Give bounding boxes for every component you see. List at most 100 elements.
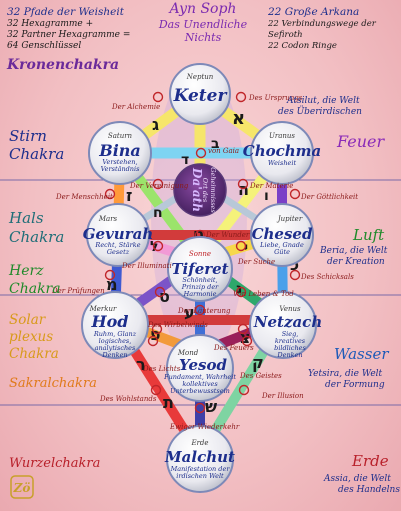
sephira-name: Malchut [164,448,235,466]
sephira-hod: Merkur Hod Ruhm, Glanz logisches, analyt… [81,291,149,359]
hebrew-letter: ע [184,303,195,322]
codon-ring [238,384,250,396]
sephira-name: Gevurah [83,225,154,243]
codon-ring [237,323,249,335]
erde-label: Erde [352,452,389,470]
codon-ring [289,269,301,281]
codon-ring [152,240,164,252]
feuer-label: Feuer [337,132,385,151]
sephira-circle [249,291,317,359]
codon-label: 22 Codon Ringe [268,41,337,51]
sephira-desc: Weisheit [268,159,297,167]
sephira-netzach: Venus Netzach Sieg, kreatives bildliches… [249,291,322,359]
hebrew-letter: ר [136,355,146,374]
arkana-label: 22 Große Arkana [268,6,360,18]
path-label: Von Leben & Tod [233,290,294,298]
path-label: Der Materie [249,182,293,190]
logo-frame [10,475,34,499]
sephira-name: Keter [173,86,228,106]
sephira-circle [81,291,149,359]
path-label: Der Illusion [261,392,304,400]
path-label: Des Ursprungs [248,94,303,102]
hebrew-letter: ת [163,393,174,412]
kronenchakra-label: Kronenchakra [7,57,120,73]
sephira-circle [166,334,234,402]
sephira-desc: Denken [101,351,127,359]
path-label: Des Schicksals [300,273,354,281]
hebrew-letter: ד [181,152,189,168]
sephira-gevurah: Mars Gevurah Recht, Stärke Gesetz [83,203,154,267]
sephira-name: Yesod [179,356,227,374]
hebrew-letter: ג [152,115,159,134]
sephira-desc: logisches, [99,337,132,345]
codon-ring [147,335,159,347]
sephira-desc: Ort des [201,178,209,203]
hebrew-letter: ק [252,353,264,372]
sephira-desc: analytisches [95,344,136,352]
sephira-circle [167,236,233,302]
sephira-desc: Geheimnisses [209,167,217,213]
hebrew-letter: ש [205,397,217,416]
path-label: Der Vereinigung [129,182,189,190]
pfade-label: 32 Pfade der Weisheit [7,6,124,18]
path-label: Der Prüfungen [51,287,105,295]
sefiroth-label: Sefiroth [268,30,303,40]
sephira-desc: Ruhm, Glanz [93,330,137,338]
hebrew-letter: ח [153,205,163,221]
hebrew-letter: ב [211,136,220,152]
sakralchakra-label: Sakralchakra [9,376,97,391]
sephira-tiferet: Sonne Tiferet Schönheit, Prinzip der Har… [167,236,233,302]
codon-ring [104,269,116,281]
sephira-planet: Uranus [269,132,295,140]
path-label: Des Feuers [213,344,254,352]
codon-ring [289,188,301,200]
ayn-soph-title: Ayn Soph [169,1,237,17]
codon-ring [235,240,247,252]
sephira-circle [166,425,234,493]
sephira-planet: Erde [190,439,208,447]
sephira-desc: Manifestation der [170,465,231,473]
herz-chakra-label: Chakra [9,281,61,297]
sephira-desc: Schönheit, [182,276,217,284]
codon-ring [237,178,249,190]
sephira-planet: Saturn [108,132,133,140]
sephira-chesed: Jupiter Chesed Liebe, Gnade Güte [250,203,314,267]
sephira-name: Chochma [243,142,321,160]
path-label: Des Geistes [239,372,282,380]
hebrew-letter: א [232,108,245,129]
hebrew-letter: נ [236,281,242,297]
assia-label: Assia, die Welt [324,474,391,484]
partner-label: 32 Partner Hexagramme = [7,30,131,40]
path-label: Des Wohlstands [99,395,157,403]
sephira-desc: Verständnis [101,165,140,173]
sephira-desc: Recht, Stärke [94,241,140,249]
sephira-desc: Prinzip der [181,283,219,291]
assia-label: des Handelns [338,485,400,495]
sephira-desc: Liebe, Gnade [259,241,304,249]
sephira-desc: bildliches [274,344,306,352]
sephira-desc: Harmonie [183,290,217,298]
sephira-planet: Venus [279,305,301,313]
hebrew-letter: י [244,240,248,256]
beria-label: der Kreation [327,257,385,267]
sephira-desc: Verstehen, [102,158,137,166]
codon-ring [152,178,164,190]
sephira-daath: Da'ath Ort des Geheimnisses [173,163,227,217]
hebrew-letters: א ב ג ד ה ו ז ח ט י כ ל מ נ ס ע פ צ ק ר … [106,108,299,416]
sephira-planet: Merkur [89,305,117,313]
codon-ring [152,91,164,103]
hebrew-letter: ט [193,225,204,244]
sephira-name: Hod [91,312,129,331]
sephira-circle [86,203,150,267]
path-label: Der Wunder [205,231,250,239]
logo-text: Zö [13,481,31,495]
path-label: Der Alchemie [111,103,160,111]
atsilut-label: des Überirdischen [278,107,362,117]
hebrew-letter: ז [126,186,132,205]
hebrew-letter: ה [238,180,249,199]
ayn-soph-subtitle: Das Unendliche [158,18,248,31]
hebrew-letter: פ [150,325,161,344]
genschluessel-label: 64 Genschlüssel [7,41,82,51]
